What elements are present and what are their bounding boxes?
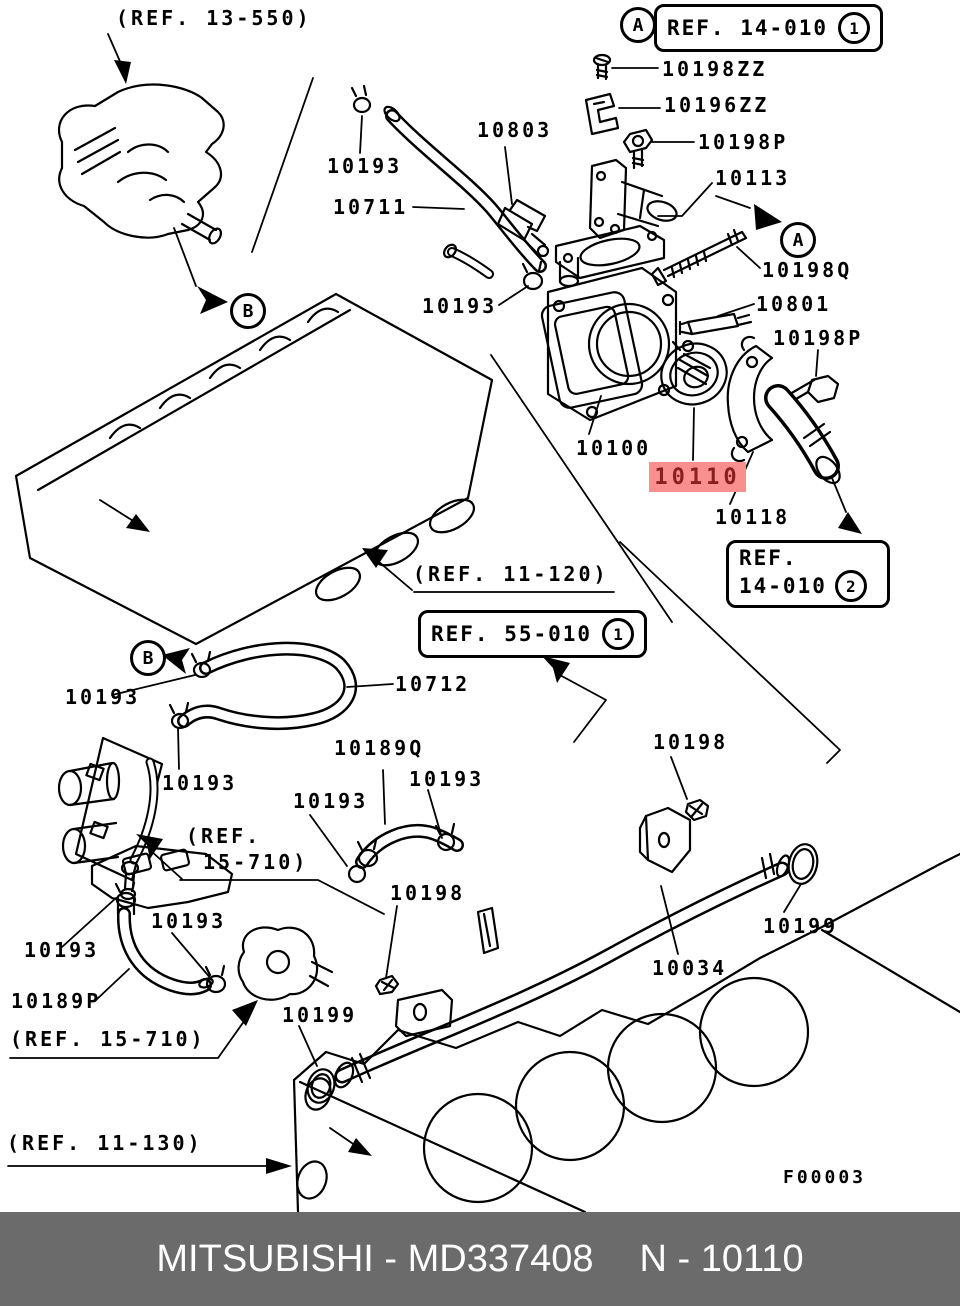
footer-catalog-ref: N - 10110 — [639, 1237, 804, 1280]
bracket-10196zz-art — [584, 92, 620, 136]
callout-ref-13-550: (REF. 13-550) — [116, 6, 312, 30]
misc-leaders-art — [61, 67, 841, 1067]
solenoid-assembly-art — [57, 33, 314, 314]
engine-block-art — [7, 852, 960, 1212]
callout-figure-code: F00003 — [783, 1167, 867, 1188]
callout-ref-15-710-b: (REF. 15-710) — [10, 1027, 206, 1051]
view-marker-a-top: A — [620, 7, 656, 43]
screw-10198zz-art — [592, 53, 612, 81]
callout-10711: 10711 — [333, 195, 409, 219]
callout-10118: 10118 — [715, 505, 791, 529]
ref-badge-3: 1 — [602, 618, 635, 650]
ref-badge-2: 2 — [834, 570, 867, 602]
thermostat-10110-art — [660, 339, 728, 406]
footer-bar: MITSUBISHI - MD337408 N - 10110 — [0, 1212, 960, 1306]
callout-10189p: 10189P — [11, 989, 102, 1013]
callout-ref-11-130: (REF. 11-130) — [7, 1131, 203, 1155]
ref-box-text-line2: 14-010 — [739, 574, 827, 598]
callout-10196zz: 10196ZZ — [664, 93, 770, 117]
callout-10193-d: 10193 — [162, 771, 238, 795]
fitting-10118-art — [726, 335, 862, 534]
callout-10198p-a: 10198P — [698, 130, 789, 154]
callout-10193-c: 10193 — [65, 685, 141, 709]
stud-10198q-art — [650, 228, 748, 287]
callout-10198p-b: 10198P — [773, 326, 864, 350]
callout-ref-15-710-a2: 15-710) — [203, 850, 309, 874]
hose-10712-art — [168, 641, 358, 730]
water-pipe-10034-art — [306, 798, 819, 1104]
ref-box-text: REF. 14-010 — [667, 16, 829, 40]
callout-10193-f: 10193 — [409, 767, 485, 791]
ref-badge-1: 1 — [838, 12, 871, 44]
arrow-a-mid-art — [715, 195, 782, 230]
hose-10189p-art — [116, 907, 227, 996]
callout-10712: 10712 — [395, 672, 471, 696]
callout-10193-e: 10193 — [293, 789, 369, 813]
callout-ref-15-710-a1: (REF. — [186, 824, 262, 848]
callout-10198-b: 10198 — [653, 730, 729, 754]
callout-10193-h: 10193 — [24, 938, 100, 962]
ref-box-text: REF. 55-010 — [431, 622, 593, 646]
fitting-10113-art — [588, 158, 678, 240]
housing-10100-art — [540, 224, 678, 422]
footer-brand-part-number: MITSUBISHI - MD337408 — [156, 1237, 594, 1280]
footer-text: MITSUBISHI - MD337408 N - 10110 — [156, 1238, 803, 1281]
view-marker-a-mid: A — [780, 222, 816, 258]
view-marker-b-left: B — [130, 640, 166, 676]
bolt-10198p-top-art — [622, 128, 654, 170]
callout-10198zz: 10198ZZ — [662, 57, 768, 81]
callout-10193-b: 10193 — [422, 294, 498, 318]
callout-10193-a: 10193 — [327, 154, 403, 178]
callout-10199-a: 10199 — [282, 1003, 358, 1027]
exploded-parts-drawing — [7, 33, 960, 1212]
highlighted-part-number: 10110 — [649, 462, 746, 492]
ref-box-55-010: REF. 55-010 1 — [418, 610, 648, 658]
callout-10100: 10100 — [576, 436, 652, 460]
hose-stub-clamp-art — [442, 243, 544, 291]
ref-box-14-010-2: REF. 14-010 2 — [726, 540, 890, 608]
callout-10801: 10801 — [756, 292, 832, 316]
callout-10113: 10113 — [715, 166, 791, 190]
egr-solenoid-art — [57, 736, 164, 901]
callout-10198-a: 10198 — [390, 881, 466, 905]
hose-10711-art — [350, 84, 547, 273]
callout-10198q: 10198Q — [762, 258, 853, 282]
sensor-10801-art — [678, 312, 753, 336]
cylinder-head-art — [14, 292, 615, 674]
callout-ref-11-120: (REF. 11-120) — [413, 562, 609, 586]
callout-10034: 10034 — [652, 956, 728, 980]
callout-10189q: 10189Q — [334, 736, 425, 760]
ref-box-14-010-1: REF. 14-010 1 — [654, 4, 884, 52]
callout-10193-g: 10193 — [151, 909, 227, 933]
ref-box-text-line1: REF. — [739, 546, 798, 570]
callout-10803: 10803 — [477, 118, 553, 142]
water-temp-sensor-10803-art — [496, 198, 550, 258]
water-pump-art — [9, 926, 334, 1059]
elbow-10189q-art — [347, 822, 464, 884]
view-marker-b-top: B — [230, 293, 266, 329]
callout-10199-b: 10199 — [763, 914, 839, 938]
